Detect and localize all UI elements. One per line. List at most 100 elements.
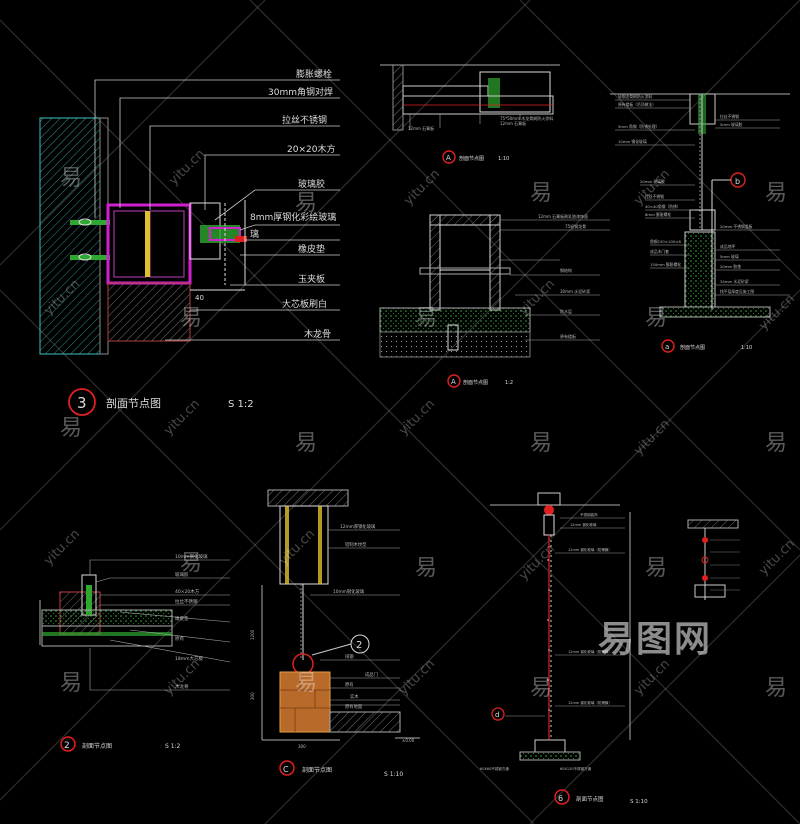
d2-label-0: 10mm钢化玻璃 [175, 553, 208, 560]
door-block [279, 671, 331, 733]
dC-label-3: 排钢 [345, 653, 354, 660]
detail-a-right: b 轻钢龙骨刷防火涂料 原有楼板（吊顶做法） 5mm 角钢（防锈处理） 10mm… [610, 93, 790, 353]
d2-label-3: 拉丝不锈钢 [175, 598, 198, 605]
svg-text:20mm 不锈钢盖板: 20mm 不锈钢盖板 [720, 224, 753, 229]
slab-section [379, 307, 531, 333]
detail3-number-circle [68, 388, 96, 416]
detailC-marker: 2 [356, 640, 362, 651]
brand-watermark: 易图网 [598, 619, 713, 660]
detail3-labels: 膨胀螺栓 30mm角钢对焊 拉丝不锈钢 20×20木方 玻璃胶 8mm厚钢化彩绘… [250, 68, 336, 340]
detailA1-title: 剖面节点图 [459, 155, 484, 162]
svg-text:5mm 玻璃胶: 5mm 玻璃胶 [720, 122, 743, 127]
d2-label-1: 玻璃胶 [175, 571, 189, 578]
svg-text:成品地坪: 成品地坪 [720, 244, 735, 249]
detail2-scale: S 1:2 [165, 743, 181, 750]
svg-text:30mm 水泥砂浆: 30mm 水泥砂浆 [560, 288, 590, 294]
detail-2: 10mm钢化玻璃 玻璃胶 40×20木方 拉丝不锈钢 橡皮垫 原有 18mm大芯… [39, 553, 231, 752]
label-glass-cont: 璃 [250, 228, 259, 240]
svg-text:60X60不锈钢方通: 60X60不锈钢方通 [480, 766, 509, 771]
dC-label-4: 成品门 [365, 671, 378, 678]
svg-text:12mm 钢化玻璃（防爆膜）: 12mm 钢化玻璃（防爆膜） [568, 547, 612, 552]
detail2-number: 2 [64, 741, 70, 751]
d2-label-6: 18mm大芯板 [175, 655, 203, 662]
detailTR-mark: b [735, 177, 740, 186]
detailTR-title: 剖面节点图 [680, 344, 705, 351]
dim-zero: ±0.00 [402, 738, 415, 743]
detailC-title: 剖面节点图 [302, 766, 332, 774]
svg-text:12mm 石膏板: 12mm 石膏板 [408, 125, 434, 131]
svg-text:防水层: 防水层 [560, 308, 572, 314]
svg-text:34mm 水泥砂浆: 34mm 水泥砂浆 [720, 279, 749, 284]
d2-label-5: 原有 [175, 635, 184, 642]
dC-label-5: 原有 [345, 681, 354, 688]
detailTR-scale: 1:10 [741, 345, 752, 351]
detail-c: 1200 300 300 ±0.00 2 12mm厚钢化玻璃 铝制木纹型 10m… [250, 489, 420, 778]
label-blockboard: 大芯板刷白 [282, 298, 327, 310]
detail3-number: 3 [77, 394, 87, 412]
detail-a-middle: 12mm 石膏板刷乳胶漆饰面 75轻钢龙骨 钢结构 30mm 水泥砂浆 防水层 … [379, 213, 610, 388]
svg-text:12mm 石膏板刷乳胶漆饰面: 12mm 石膏板刷乳胶漆饰面 [538, 213, 588, 219]
detail6-title: 剖面节点图 [576, 795, 604, 803]
detailC-letter: C [283, 765, 289, 774]
svg-text:20mm 玻璃胶: 20mm 玻璃胶 [640, 179, 665, 184]
svg-text:原有楼板: 原有楼板 [560, 333, 576, 339]
d2-label-4: 橡皮垫 [175, 615, 189, 622]
label-glass-glue: 玻璃胶 [298, 178, 325, 190]
detailA1-scale: 1:10 [498, 156, 509, 162]
svg-text:原有楼板（吊顶做法）: 原有楼板（吊顶做法） [618, 102, 656, 107]
svg-text:钢结构: 钢结构 [560, 267, 572, 273]
svg-text:拉丝不锈钢: 拉丝不锈钢 [720, 114, 739, 119]
dC-label-1: 铝制木纹型 [345, 541, 367, 548]
svg-text:角钢150×100×8: 角钢150×100×8 [650, 239, 681, 244]
svg-text:8mm 膨胀螺栓: 8mm 膨胀螺栓 [645, 212, 671, 217]
svg-text:10mm 钢化玻璃: 10mm 钢化玻璃 [618, 139, 647, 144]
detail3-scale: S 1:2 [228, 399, 254, 410]
detail-small-right [687, 519, 740, 600]
label-angle-steel: 30mm角钢对焊 [268, 86, 333, 98]
svg-text:找平层厚度见施工图: 找平层厚度见施工图 [720, 289, 754, 294]
label-wood-keel: 木龙骨 [304, 328, 331, 340]
svg-text:40×40角钢（防锈）: 40×40角钢（防锈） [645, 204, 681, 209]
svg-text:60X120不锈钢方通: 60X120不锈钢方通 [560, 766, 592, 771]
detailA1-letter: A [446, 154, 451, 162]
svg-text:拉丝不锈钢: 拉丝不锈钢 [645, 194, 664, 199]
detail6-number: 6 [558, 794, 563, 803]
dC-label-7: 原有地面 [345, 703, 363, 710]
svg-text:12mm 钢化玻璃（防爆膜）: 12mm 钢化玻璃（防爆膜） [568, 700, 612, 705]
dim-40: 40 [195, 294, 204, 302]
detail2-labels: 10mm钢化玻璃 玻璃胶 40×20木方 拉丝不锈钢 橡皮垫 原有 18mm大芯… [175, 553, 208, 690]
label-veneer: 玉夹板 [298, 273, 325, 285]
detailC-labels: 12mm厚钢化玻璃 铝制木纹型 10mm钢化玻璃 排钢 成品门 原有 实木 原有… [333, 523, 378, 710]
svg-text:不锈钢装饰: 不锈钢装饰 [580, 512, 598, 517]
svg-text:5mm 玻璃: 5mm 玻璃 [720, 254, 739, 259]
dim-300b: 300 [298, 744, 306, 749]
detail-a-top: 75*50mm 木龙骨刷防火涂料 12mm 石膏板 12mm 石膏板 A 剖面节… [380, 64, 560, 164]
detailA2-title: 剖面节点图 [463, 379, 488, 386]
label-painted-glass: 8mm厚钢化彩绘玻璃 [250, 211, 336, 223]
svg-text:12mm 石膏板: 12mm 石膏板 [500, 120, 526, 126]
svg-text:20mm 胶垫: 20mm 胶垫 [720, 264, 741, 269]
detailC-scale: S 1:10 [384, 771, 403, 778]
detailA2-scale: 1:2 [505, 380, 513, 386]
svg-text:150mm 膨胀螺栓: 150mm 膨胀螺栓 [650, 262, 681, 267]
detail6-scale: S 1:10 [630, 799, 648, 805]
detail3-leaders [94, 79, 340, 341]
svg-text:75*50mm 木龙骨刷防火涂料: 75*50mm 木龙骨刷防火涂料 [500, 115, 553, 121]
detail-3: 40 膨胀螺栓 30mm角钢对焊 拉丝不锈钢 20×20木方 玻璃胶 8mm厚钢… [39, 68, 340, 416]
svg-text:5mm 角钢（防锈处理）: 5mm 角钢（防锈处理） [618, 124, 659, 129]
detailTR-letter: a [665, 343, 669, 351]
detail6-marker: d [495, 711, 499, 719]
wall-section [39, 117, 101, 355]
d2-label-2: 40×20木方 [175, 588, 200, 595]
dC-label-0: 12mm厚钢化玻璃 [340, 523, 376, 530]
wood-block [107, 282, 191, 342]
svg-text:成品木门套: 成品木门套 [650, 249, 669, 254]
svg-text:75轻钢龙骨: 75轻钢龙骨 [565, 223, 586, 229]
d2-label-7: 木龙骨 [175, 683, 189, 690]
expansion-bolts [70, 218, 110, 261]
svg-text:轻钢龙骨刷防火涂料: 轻钢龙骨刷防火涂料 [618, 94, 652, 99]
dim-300a: 300 [250, 692, 255, 700]
detailA2-letter: A [451, 378, 456, 386]
